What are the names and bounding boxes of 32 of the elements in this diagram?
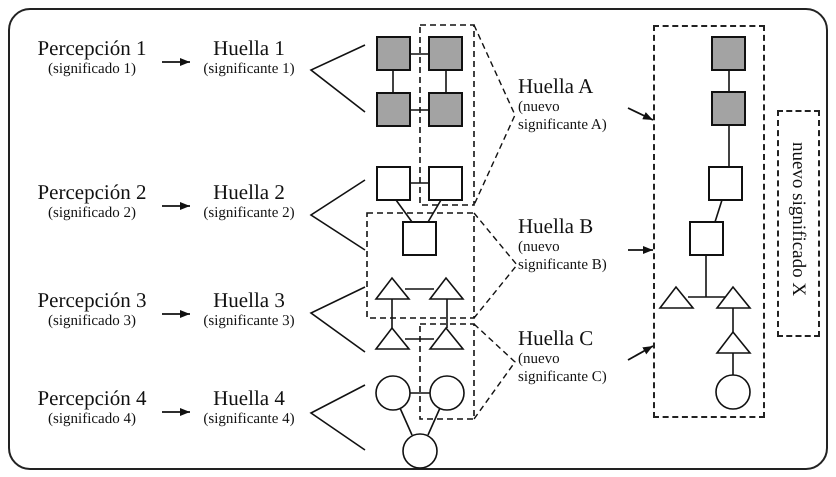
dashed-frame [653,25,765,418]
arrow [162,202,190,210]
node-title: Huella C [518,326,594,350]
arrow [162,408,190,416]
node-title: Huella 2 [212,180,286,204]
node-subtitle: (significado 1) [47,60,137,78]
vertical-label: nuevo significado X [787,142,809,296]
node-subtitle: (significante 1) [202,60,296,78]
arrow [628,345,654,361]
node-subtitle: (significado 3) [47,312,137,330]
node-subtitle: (nuevo significante B) [518,238,608,274]
arrow [162,58,190,66]
node-title: Huella 4 [212,386,286,410]
node-subtitle: (significante 4) [202,410,296,428]
node-subtitle: (nuevo significante C) [518,350,608,386]
node-title: Percepción 4 [36,386,148,410]
node-title: Percepción 1 [36,36,148,60]
node-subtitle: (significado 2) [47,204,137,222]
node-title: Huella 3 [212,288,286,312]
node-title: Huella 1 [212,36,286,60]
node-title: Percepción 2 [36,180,148,204]
arrow [628,107,654,121]
node-title: Percepción 3 [36,288,148,312]
node-title: Huella A [518,74,594,98]
node-subtitle: (nuevo significante A) [518,98,608,134]
node-subtitle: (significante 3) [202,312,296,330]
arrow [628,246,653,254]
arrow [162,310,190,318]
node-subtitle: (significado 4) [47,410,137,428]
node-title: Huella B [518,214,594,238]
dashed-frame [777,110,820,337]
node-subtitle: (significante 2) [202,204,296,222]
